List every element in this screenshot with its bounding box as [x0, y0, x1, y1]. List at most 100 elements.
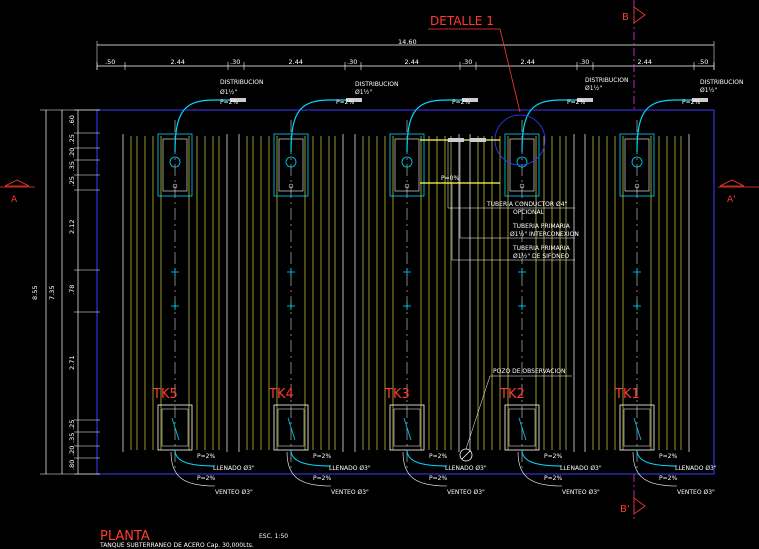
tank-label-0: TK5 [152, 387, 178, 402]
venteo-label: VENTEO Ø3" [677, 489, 715, 496]
svg-text:TUBERIA PRIMARIA: TUBERIA PRIMARIA [512, 245, 571, 252]
slope-bottom-1: P=2% [313, 453, 331, 460]
distribution-pipe [174, 99, 245, 153]
tank-wall [584, 134, 690, 452]
distribution-pipe [636, 99, 707, 153]
left-dim-0: .60 [68, 115, 76, 125]
distribution-pipe [521, 99, 592, 153]
drain-symbol [519, 183, 525, 189]
distribucion-size-1: Ø1½" [355, 89, 372, 96]
tank-label-4: TK1 [614, 387, 640, 402]
slope-bottom-1: P=2% [544, 453, 562, 460]
tank-wall [354, 134, 460, 452]
top-dim-8: .30 [579, 58, 589, 66]
llenado-label: LLENADO Ø3" [675, 465, 717, 472]
section-mark-a-left: A [0, 179, 35, 205]
distribucion-label-3: DISTRIBUCION [700, 79, 743, 86]
left-dim-8: .25 [68, 420, 76, 430]
svg-text:Ø1½" DE SIFONEO: Ø1½" DE SIFONEO [513, 253, 569, 260]
top-dim-4: .30 [347, 58, 357, 66]
slope-bottom-2: P=2% [197, 475, 215, 482]
left-dim-10: .20 [68, 446, 76, 456]
manhole-bottom-inner [623, 408, 651, 447]
left-dim-4: .25 [68, 176, 76, 186]
tank-wall [122, 134, 228, 452]
distribution-valve [577, 98, 593, 102]
slope-bottom-1: P=2% [659, 453, 677, 460]
top-dim-0: .50 [105, 58, 115, 66]
manhole-top [389, 133, 425, 197]
distribution-pipe [406, 99, 477, 153]
manhole-bottom-inner [508, 408, 536, 447]
pump-symbol [285, 156, 297, 168]
svg-text:TUBERIA CONDUCTOR Ø4": TUBERIA CONDUCTOR Ø4" [486, 201, 568, 208]
pit-outline [96, 109, 715, 475]
left-overall-label: 8.55 [31, 286, 39, 300]
title-block: PLANTA ESC. 1:50 TANQUE SUBTERRANEO DE A… [99, 529, 288, 549]
llenado-label: LLENADO Ø3" [560, 465, 602, 472]
manhole-top [273, 133, 309, 197]
tank-label-2: TK3 [384, 387, 410, 402]
top-dim-3: 2.44 [289, 58, 303, 66]
distribution-valve [230, 98, 246, 102]
left-dim-9: .35 [68, 433, 76, 443]
distribucion-label-2: DISTRIBUCION [585, 77, 628, 84]
pump-symbol [401, 156, 413, 168]
tank-wall [469, 134, 575, 452]
distribucion-label-0: DISTRIBUCION [220, 79, 263, 86]
vent-curve [632, 451, 678, 487]
fill-curve [636, 449, 678, 467]
top-dim-7: 2.44 [521, 58, 535, 66]
fill-curve [521, 449, 563, 467]
top-dim-10: .50 [698, 58, 708, 66]
scale-label: ESC. 1:50 [259, 533, 288, 540]
fill-pipe [518, 417, 527, 441]
pozo-observacion: POZO DE OBSERVACION [459, 368, 572, 462]
distribution-labels: DISTRIBUCIONØ1½"DISTRIBUCIONØ1½"DISTRIBU… [220, 77, 743, 96]
svg-text:Ø1½" INTERCONEXION: Ø1½" INTERCONEXION [510, 231, 579, 238]
manhole-top [619, 133, 655, 197]
tank-label-3: TK2 [499, 387, 525, 402]
distribution-valve [692, 98, 708, 102]
top-dim-1: 2.44 [171, 58, 185, 66]
top-dim-9: 2.44 [638, 58, 652, 66]
venteo-label: VENTEO Ø3" [447, 489, 485, 496]
pump-symbol [631, 156, 643, 168]
left-dim-11: .80 [68, 460, 76, 470]
left-dim-1: .25 [68, 134, 76, 144]
slope-bottom-1: P=2% [429, 453, 447, 460]
left-dim-5: 2.12 [68, 220, 76, 234]
distribucion-label-1: DISTRIBUCION [355, 81, 398, 88]
drain-symbol [172, 183, 178, 189]
svg-text:OPCIONAL: OPCIONAL [513, 209, 545, 216]
vent-curve [286, 451, 332, 487]
fill-curve [174, 449, 216, 467]
left-dim-2: .20 [68, 148, 76, 158]
manhole-top [157, 133, 193, 197]
fill-curve [406, 449, 448, 467]
left-dim-6: .78 [68, 285, 76, 295]
svg-text:A: A [11, 195, 18, 205]
svg-text:TUBERIA PRIMARIA: TUBERIA PRIMARIA [512, 223, 571, 230]
pipe-notes: TUBERIA CONDUCTOR Ø4" OPCIONAL TUBERIA P… [447, 140, 579, 261]
tank-wall [238, 134, 344, 452]
manhole-bottom-inner [277, 408, 305, 447]
fill-pipe [287, 417, 296, 441]
plan-title: PLANTA [100, 529, 150, 544]
venteo-label: VENTEO Ø3" [331, 489, 369, 496]
distribution-valve [462, 98, 478, 102]
top-dim-6: .30 [462, 58, 472, 66]
vent-curve [517, 451, 563, 487]
pump-symbol [516, 156, 528, 168]
slope-bottom-2: P=2% [429, 475, 447, 482]
distribucion-size-3: Ø1½" [700, 87, 717, 94]
venteo-label: VENTEO Ø3" [562, 489, 600, 496]
left-dim-3: .35 [68, 161, 76, 171]
detail-callout: DETALLE 1 [428, 14, 546, 166]
fill-curve [290, 449, 332, 467]
fill-pipe [403, 417, 412, 441]
